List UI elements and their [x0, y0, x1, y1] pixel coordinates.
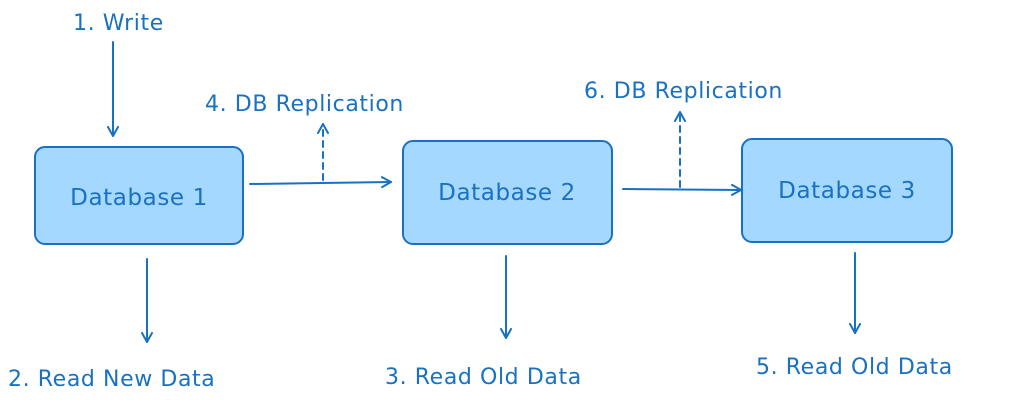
write-label: 1. Write — [73, 11, 164, 36]
database-1-label: Database 1 — [70, 185, 208, 211]
database-3-node: Database 3 — [741, 138, 953, 243]
replication-db3-label: 6. DB Replication — [584, 79, 783, 104]
replication-arrow-db1-db2 — [249, 176, 392, 189]
replication-arrow-db2-db3 — [622, 183, 742, 196]
read-db2-label: 3. Read Old Data — [385, 365, 582, 390]
read-db1-label: 2. Read New Data — [8, 367, 215, 392]
database-3-label: Database 3 — [778, 178, 916, 204]
replication-db2-label: 4. DB Replication — [205, 92, 404, 117]
database-2-box — [402, 140, 613, 245]
database-1-node: Database 1 — [34, 146, 244, 245]
database-2-label: Database 2 — [438, 180, 576, 206]
database-3-box — [741, 138, 953, 243]
database-1-box — [34, 146, 244, 245]
database-2-node: Database 2 — [402, 140, 613, 245]
read-db3-label: 5. Read Old Data — [756, 355, 953, 380]
